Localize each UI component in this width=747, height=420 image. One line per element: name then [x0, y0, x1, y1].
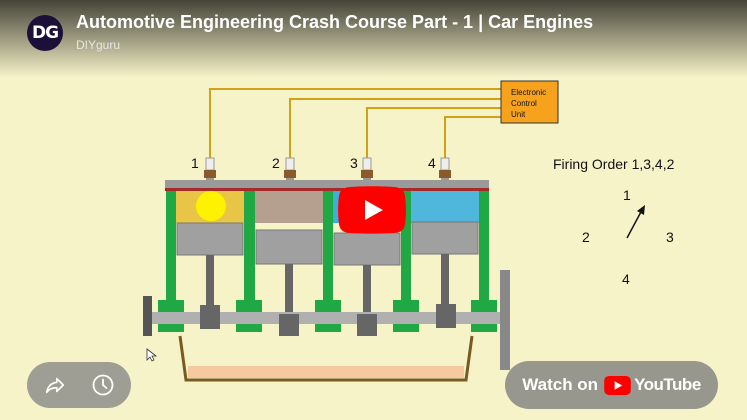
dial-number-top: 1	[623, 187, 631, 203]
cylinder-number: 1	[191, 155, 199, 171]
player-controls	[27, 362, 131, 408]
clock-icon	[92, 374, 114, 396]
engine-head	[165, 180, 489, 190]
ecu-label-line2: Control	[511, 99, 537, 108]
dial-arrow	[626, 205, 645, 239]
video-title[interactable]: Automotive Engineering Crash Course Part…	[76, 12, 594, 32]
play-icon	[365, 200, 383, 220]
watch-on-youtube-button[interactable]: Watch on YouTube	[505, 361, 718, 409]
dial-number-bottom: 4	[622, 271, 630, 287]
youtube-wordmark: YouTube	[634, 375, 701, 394]
cylinder-number: 3	[350, 155, 358, 171]
cylinder-number: 2	[272, 155, 280, 171]
dial-number-right: 3	[666, 229, 674, 245]
dial-number-left: 2	[582, 229, 590, 245]
cylinder-number: 4	[428, 155, 436, 171]
crankshaft	[143, 270, 510, 370]
video-header: DG Automotive Engineering Crash Course P…	[0, 0, 747, 78]
oil-pan	[178, 335, 474, 382]
ecu-label-line3: Unit	[511, 110, 526, 119]
share-button[interactable]	[41, 371, 69, 399]
channel-avatar[interactable]: DG	[27, 15, 63, 51]
ecu-box	[500, 80, 559, 124]
mouse-cursor-icon	[146, 348, 158, 362]
firing-order-label: Firing Order 1,3,4,2	[553, 156, 675, 172]
pistons	[176, 221, 479, 266]
play-button[interactable]	[338, 186, 406, 234]
share-icon	[45, 377, 65, 394]
youtube-logo: YouTube	[604, 375, 701, 395]
watch-later-button[interactable]	[89, 371, 117, 399]
channel-name[interactable]: DIYguru	[76, 38, 121, 52]
ecu-wires	[209, 88, 502, 160]
watch-on-label: Watch on	[522, 375, 599, 394]
ecu-label-line1: Electronic	[511, 88, 546, 97]
connecting-rods	[206, 254, 449, 314]
youtube-play-icon	[604, 375, 631, 395]
